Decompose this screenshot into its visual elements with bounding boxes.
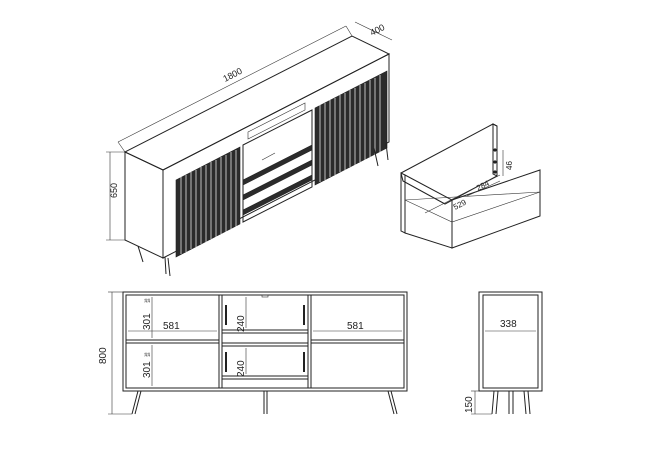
iso-depth-label: 400 bbox=[368, 22, 386, 38]
drawer-dimension-lines bbox=[424, 150, 504, 214]
side-legs bbox=[491, 390, 531, 415]
drawer-screw-holes bbox=[493, 148, 497, 174]
front-shelf-pins bbox=[225, 305, 305, 372]
side-inner-depth: 338 bbox=[500, 319, 517, 330]
iso-dimension-lines bbox=[106, 21, 393, 241]
side-leg-height: 150 bbox=[464, 396, 475, 413]
front-right-shelf bbox=[310, 339, 405, 344]
sideboard-left-side bbox=[124, 151, 164, 259]
isometric-view: 1800 400 650 bbox=[106, 21, 393, 277]
front-small-label-a: 18 bbox=[143, 298, 148, 303]
middle-drawer-2 bbox=[242, 159, 313, 201]
front-left-top-height: 301 bbox=[142, 313, 153, 330]
front-left-shelf bbox=[125, 339, 220, 344]
front-middle-bottom-height: 240 bbox=[236, 360, 247, 377]
drawer-view: 529 284 46 bbox=[400, 123, 541, 249]
front-overall-height: 800 bbox=[98, 347, 109, 364]
middle-shelf-line bbox=[261, 152, 276, 161]
drawer-back-wall bbox=[400, 123, 498, 205]
front-middle-handle bbox=[261, 294, 269, 298]
middle-drawer-1 bbox=[242, 144, 313, 186]
side-view: 338 150 bbox=[464, 291, 543, 415]
front-middle-shelf-2 bbox=[221, 342, 309, 347]
drawer-back-edge bbox=[492, 123, 498, 177]
left-door-slats bbox=[175, 146, 241, 258]
front-right-width: 581 bbox=[347, 321, 364, 332]
front-body-outline bbox=[122, 291, 408, 392]
side-body-outline bbox=[478, 291, 543, 392]
drawer-floor-edge bbox=[404, 191, 541, 223]
right-door-slat-lines bbox=[319, 75, 381, 182]
left-door-slat-lines bbox=[180, 150, 237, 254]
middle-drawer-3 bbox=[242, 174, 313, 216]
front-small-label-c: 18 bbox=[143, 352, 148, 357]
front-dimension-lines bbox=[108, 291, 402, 415]
sideboard-front-face bbox=[162, 53, 390, 259]
front-small-label-b: 18 bbox=[146, 298, 151, 303]
front-left-bottom-height: 301 bbox=[142, 361, 153, 378]
side-body-inner bbox=[482, 294, 539, 389]
middle-top-panel bbox=[247, 102, 306, 140]
right-door-slats bbox=[314, 70, 388, 186]
drawer-height-label: 46 bbox=[505, 161, 514, 170]
drawer-right-side bbox=[451, 169, 541, 249]
front-middle-shelf-3 bbox=[221, 375, 309, 380]
iso-legs bbox=[137, 142, 389, 277]
front-small-label-d: 18 bbox=[146, 352, 151, 357]
front-middle-top-height: 240 bbox=[236, 315, 247, 332]
iso-height-label: 650 bbox=[109, 183, 119, 198]
front-view: 800 581 581 240 240 301 301 18 18 18 18 bbox=[98, 291, 408, 415]
front-middle-shelf-1 bbox=[221, 329, 309, 334]
front-legs bbox=[131, 390, 398, 415]
front-left-width: 581 bbox=[163, 321, 180, 332]
iso-width-label: 1800 bbox=[221, 66, 243, 84]
side-dimension-lines bbox=[471, 330, 536, 415]
